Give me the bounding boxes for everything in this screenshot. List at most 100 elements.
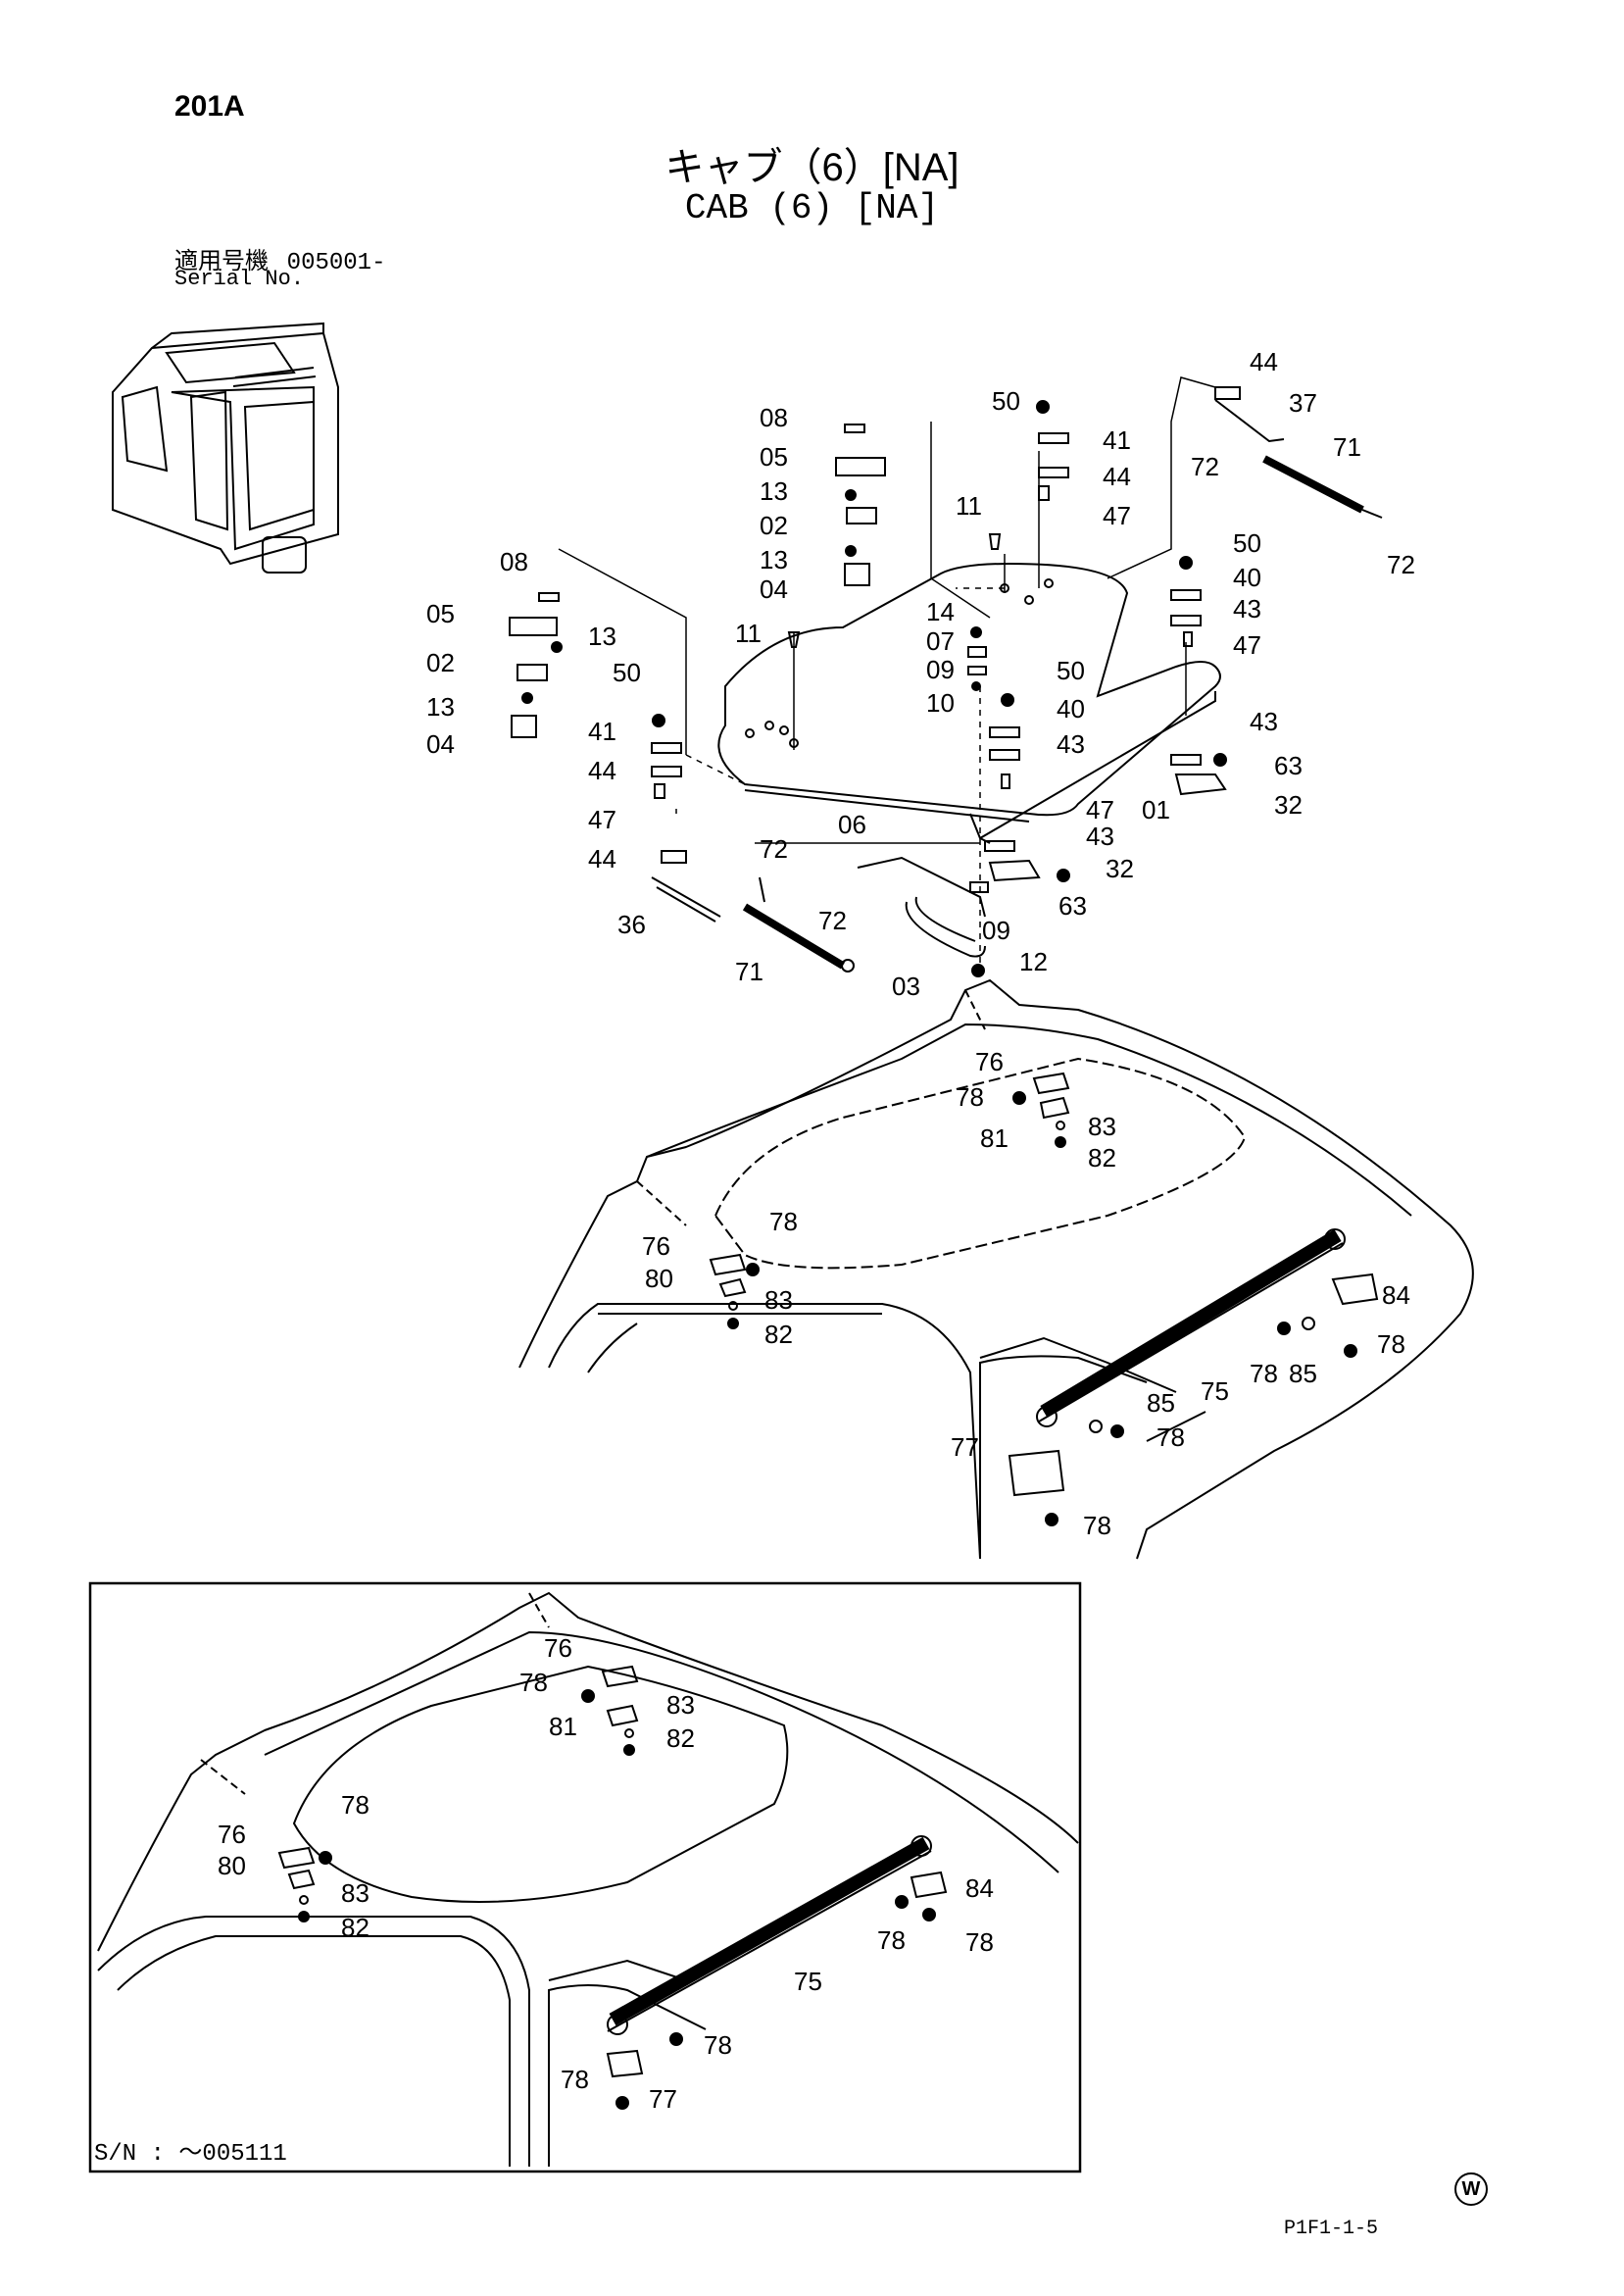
serial-value: 005001-	[286, 250, 386, 276]
part-number-label: 85	[1147, 1388, 1175, 1418]
part-number-label: 40	[1057, 694, 1085, 724]
hardware-parts	[509, 386, 1383, 977]
part-number-label: 09	[982, 916, 1010, 945]
part-number-label: 41	[1103, 425, 1131, 455]
part-number-label: 76	[975, 1047, 1004, 1076]
part-number-label: 76	[218, 1820, 246, 1849]
part-number-label: 13	[760, 476, 788, 506]
part-number-label: 78	[1083, 1511, 1111, 1540]
part-number-label: 50	[613, 658, 641, 687]
part-number-label: 77	[951, 1432, 979, 1462]
part-number-label: 75	[1201, 1376, 1229, 1406]
part-number-label: 82	[764, 1320, 793, 1349]
title-japanese: キャブ（6）[NA]	[664, 146, 960, 189]
part-number-label: 84	[1382, 1280, 1410, 1310]
part-number-label: 80	[645, 1264, 673, 1293]
part-number-label: 78	[519, 1668, 548, 1697]
part-number-label: 04	[760, 574, 788, 604]
part-number-label: 71	[1333, 432, 1361, 462]
part-number-label: 72	[1191, 452, 1219, 481]
part-number-label: 04	[426, 729, 455, 759]
inset-serial-note: S/N : ～005111	[94, 2141, 287, 2168]
serial-range: 適用号機 005001-	[174, 241, 386, 276]
cab-thumbnail	[112, 322, 339, 574]
part-number-label: 43	[1057, 729, 1085, 759]
part-number-label: 47	[1103, 501, 1131, 530]
part-number-label: 13	[426, 692, 455, 722]
part-number-label: 81	[549, 1712, 577, 1741]
part-number-label: 07	[926, 626, 955, 656]
part-number-label: 63	[1274, 751, 1303, 780]
part-number-label: 43	[1086, 822, 1114, 851]
part-number-label: 71	[735, 957, 763, 986]
inset-cab-roof	[97, 1591, 1079, 2167]
part-number-label: 72	[760, 834, 788, 864]
part-number-label: 43	[1233, 594, 1261, 624]
part-number-label: 82	[1088, 1143, 1116, 1173]
part-number-label: 72	[818, 906, 847, 935]
part-number-label: 43	[1250, 707, 1278, 736]
part-number-label: 75	[794, 1967, 822, 1996]
part-number-label: 83	[341, 1878, 369, 1908]
part-number-label: 83	[764, 1285, 793, 1315]
part-number-label: 05	[760, 442, 788, 472]
part-number-label: 44	[1103, 462, 1131, 491]
part-number-label: 44	[1250, 347, 1278, 376]
part-number-label: 80	[218, 1851, 246, 1880]
part-number-label: 78	[956, 1082, 984, 1112]
part-number-label: 03	[892, 972, 920, 1001]
part-number-label: 10	[926, 688, 955, 718]
part-number-label: 32	[1106, 854, 1134, 883]
part-number-label: 08	[760, 403, 788, 432]
part-number-label: 78	[1377, 1329, 1405, 1359]
part-number-label: 14	[926, 597, 955, 626]
part-number-label: 41	[588, 717, 616, 746]
part-number-label: 78	[561, 2065, 589, 2094]
page-number: 201A	[174, 90, 245, 123]
maker-mark: W	[1454, 2172, 1488, 2206]
part-number-label: 13	[588, 622, 616, 651]
part-number-label: 50	[1057, 656, 1085, 685]
part-number-label: 40	[1233, 563, 1261, 592]
part-number-label: 47	[588, 805, 616, 834]
part-number-label: 47	[1233, 630, 1261, 660]
figure-reference: P1F1-1-5	[1284, 2218, 1379, 2240]
part-number-label: 83	[666, 1690, 695, 1720]
part-number-label: 78	[769, 1207, 798, 1236]
part-number-label: 77	[649, 2084, 677, 2114]
part-number-label: 11	[956, 491, 982, 521]
part-number-label: 84	[965, 1873, 994, 1903]
cab-roof-body	[518, 978, 1474, 1560]
part-number-label: 36	[617, 910, 646, 939]
title-english: CAB (6) [NA]	[684, 188, 940, 228]
part-number-label: 83	[1088, 1112, 1116, 1141]
part-number-label: 85	[1289, 1359, 1317, 1388]
part-number-label: 82	[666, 1723, 695, 1753]
part-number-label: 81	[980, 1123, 1009, 1153]
serial-label-en: Serial No.	[174, 267, 305, 291]
part-number-label: 05	[426, 599, 455, 628]
part-number-label: 78	[341, 1790, 369, 1820]
part-number-label: 06	[838, 810, 866, 839]
part-number-label: 08	[500, 547, 528, 576]
part-number-label: 13	[760, 545, 788, 574]
part-number-label: 02	[426, 648, 455, 677]
part-number-label: 63	[1058, 891, 1087, 921]
part-number-label: 44	[588, 844, 616, 873]
part-number-label: 78	[1156, 1423, 1185, 1452]
part-number-label: 82	[341, 1913, 369, 1942]
part-number-label: 47	[1086, 795, 1114, 824]
part-number-label: 02	[760, 511, 788, 540]
part-number-label: 78	[877, 1925, 906, 1955]
part-number-label: 78	[704, 2030, 732, 2060]
part-number-label: 78	[965, 1927, 994, 1957]
part-number-label: 37	[1289, 388, 1317, 418]
part-number-label: 76	[642, 1231, 670, 1261]
part-number-label: 50	[1233, 528, 1261, 558]
part-number-label: 50	[992, 386, 1020, 416]
part-number-label: 01	[1142, 795, 1170, 824]
part-number-label: 32	[1274, 790, 1303, 820]
part-number-label: 78	[1250, 1359, 1278, 1388]
part-number-labels: 4437717272504144470805130213041150404347…	[218, 347, 1415, 2114]
